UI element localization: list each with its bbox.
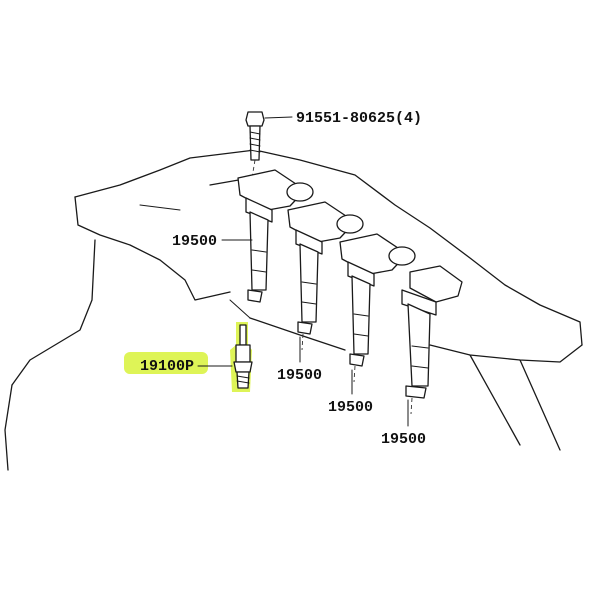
spark-plug-label-highlight [124,352,208,374]
coil-2-part-number: 19500 [277,367,322,384]
bolt-part [245,111,265,179]
ignition-coil-1 [237,169,314,303]
spark-plug-part-number: 19100P [140,358,194,375]
ignition-coil-4 [401,265,463,415]
leader-lines [197,116,409,427]
bolt-part-number: 91551-80625(4) [296,110,422,127]
spark-plug-part [230,322,253,392]
coil-3-part-number: 19500 [328,399,373,416]
coil-1-part-number: 19500 [172,233,217,250]
coil-4-part-number: 19500 [381,431,426,448]
ignition-coil-3 [339,233,416,383]
ignition-coil-2 [287,201,364,351]
engine-cover-outline [4,149,583,471]
